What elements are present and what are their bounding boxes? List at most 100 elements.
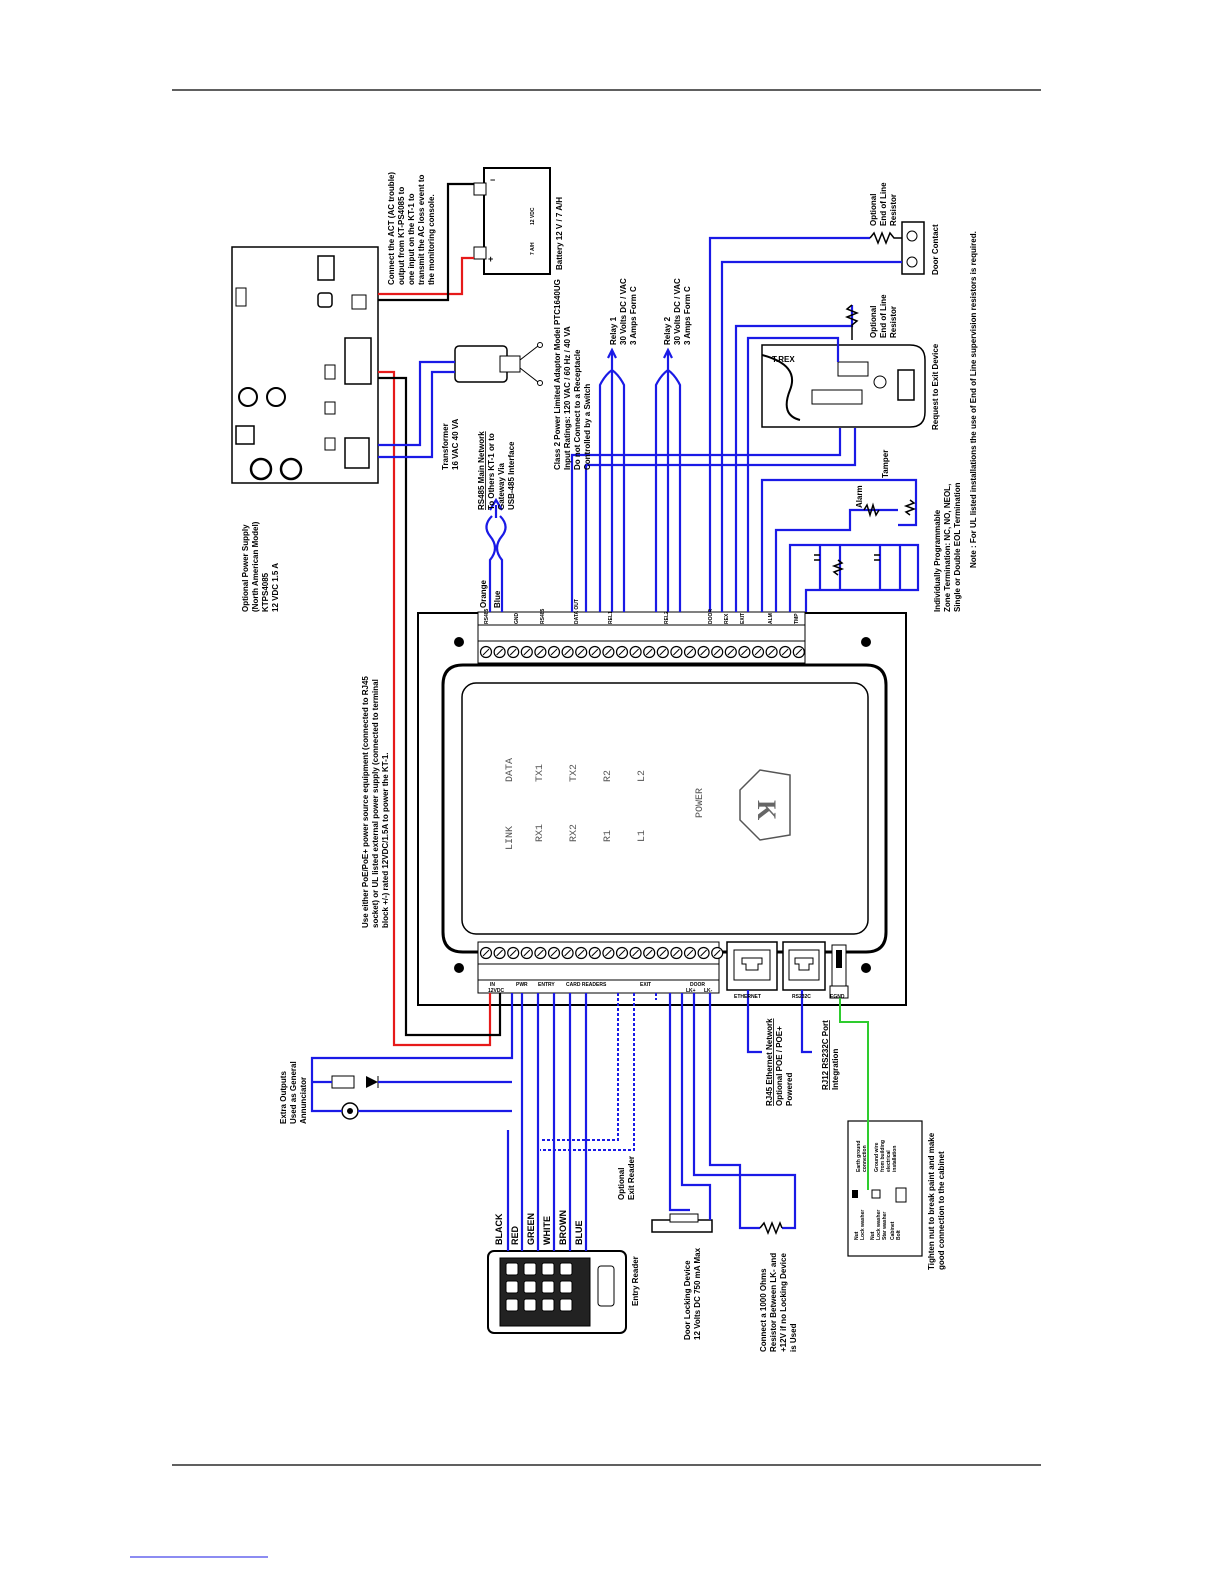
term-rel1: REL1 bbox=[608, 611, 614, 624]
lock-label-2: 12 Volts DC 750 mA Max bbox=[693, 1247, 702, 1340]
ground-tip-1: Tighten nut to break paint and make bbox=[927, 1132, 936, 1270]
rex-brand: T.REX bbox=[772, 355, 795, 364]
ground-part-6: Cabinet bbox=[890, 1221, 896, 1240]
bottom-terminal-slot bbox=[700, 949, 707, 957]
rs485-label-4: USB-485 Interface bbox=[507, 441, 516, 510]
ground-note-6: installation bbox=[892, 1146, 898, 1172]
orange-label: Orange bbox=[479, 579, 488, 608]
lock-label-1: Door Locking Device bbox=[683, 1260, 692, 1340]
bottom-terminal-slot bbox=[523, 949, 531, 957]
ps-label-1: Optional Power Supply bbox=[241, 524, 250, 612]
top-terminal-slot bbox=[713, 648, 721, 656]
rs485-label-1: RS485 Main Network bbox=[477, 431, 486, 510]
ps-label-4: 12 VDC 1.5 A bbox=[271, 563, 280, 612]
bottom-terminal-slot bbox=[577, 949, 585, 957]
power-supply-board bbox=[231, 246, 379, 484]
relay2-1: Relay 2 bbox=[663, 316, 672, 345]
eol1-1: Optional bbox=[869, 194, 878, 226]
wire-brown: BROWN bbox=[558, 1210, 568, 1245]
wire-green: GREEN bbox=[526, 1213, 536, 1245]
rs485-label-2: To Others KT-1 or to bbox=[487, 433, 496, 510]
battery-sticker-1: 7 A/H bbox=[530, 242, 536, 255]
top-terminal-slot bbox=[754, 648, 762, 656]
ground-note-3: Ground wire bbox=[874, 1142, 880, 1172]
led-l1: L1 bbox=[637, 830, 648, 842]
bottom-terminal-slot bbox=[713, 949, 721, 957]
term-data-out: DATA OUT bbox=[574, 599, 580, 624]
term-entry: ENTRY bbox=[538, 982, 555, 988]
ground-part-7: Bolt bbox=[896, 1230, 902, 1240]
top-terminal-slot bbox=[781, 648, 789, 656]
bottom-terminal-slot bbox=[550, 949, 558, 957]
top-terminal-slot bbox=[605, 648, 612, 656]
class2-4: Controlled by a Switch bbox=[583, 384, 592, 470]
eol2-2: End of Line bbox=[879, 294, 888, 338]
bottom-terminal-slot bbox=[659, 949, 667, 957]
top-terminal-slot bbox=[564, 648, 571, 656]
reader-wires bbox=[310, 993, 657, 1251]
ps-label-3: KTPS4085 bbox=[261, 572, 270, 612]
top-terminal-slot bbox=[550, 648, 558, 656]
door-contact bbox=[901, 221, 925, 275]
entry-reader-label: Entry Reader bbox=[631, 1256, 640, 1306]
bottom-terminal-slot bbox=[482, 949, 490, 957]
svg-text:K: K bbox=[752, 800, 781, 821]
eol2-1: Optional bbox=[869, 306, 878, 338]
top-terminal-slot bbox=[632, 648, 639, 656]
ps-label-2: (North American Model) bbox=[251, 521, 260, 612]
svg-text:−: − bbox=[490, 175, 495, 185]
term-door: DOOR bbox=[708, 609, 714, 624]
annunciator bbox=[331, 1075, 379, 1120]
top-terminal-slot bbox=[700, 648, 707, 656]
term-lk-plus: LK+ bbox=[686, 988, 696, 994]
ground-note-4: from building bbox=[880, 1140, 886, 1172]
term-rel2: REL2 bbox=[664, 611, 670, 624]
top-terminal-slot bbox=[686, 648, 694, 656]
zones-2: Zone Termination: NC, NO, NEOL, bbox=[943, 484, 952, 612]
term-door-bottom: DOOR bbox=[690, 982, 705, 988]
led-r1: R1 bbox=[603, 830, 614, 842]
relay2-2: 30 Volts DC / VAC bbox=[673, 278, 682, 345]
ethernet-label-2: Optional POE / POE+ bbox=[775, 1026, 784, 1106]
term-lk-minus: LK- bbox=[704, 988, 713, 994]
exit-reader-1: Optional bbox=[617, 1168, 626, 1200]
battery-sticker-2: 12 VDC bbox=[530, 207, 536, 225]
ground-part-5: Star washer bbox=[882, 1212, 888, 1240]
wire-red: RED bbox=[510, 1225, 520, 1245]
bottom-terminal-slot bbox=[618, 949, 626, 957]
term-exit-bottom: EXIT bbox=[640, 982, 651, 988]
wire-blue: BLUE bbox=[574, 1221, 584, 1246]
ground-note-2: connection bbox=[862, 1145, 868, 1172]
wire-white: WHITE bbox=[542, 1216, 552, 1245]
top-terminal-slot bbox=[591, 648, 599, 656]
tamper-label: Tamper bbox=[881, 450, 890, 478]
led-link: LINK bbox=[505, 826, 516, 850]
top-terminal-slot bbox=[741, 648, 748, 656]
door-lock bbox=[651, 1213, 713, 1233]
term-alm: ALM bbox=[768, 613, 774, 624]
rs485-label-3: Gateway Via bbox=[497, 462, 506, 510]
bottom-terminal-slot bbox=[509, 949, 517, 957]
relay1-3: 3 Amps Form C bbox=[629, 286, 638, 345]
act-note-2: output from KT-PS4085 to bbox=[397, 187, 406, 285]
eol1-3: Resistor bbox=[889, 194, 898, 226]
exit-reader-2: Exit Reader bbox=[627, 1156, 636, 1200]
top-terminal-slot bbox=[523, 648, 531, 656]
battery-label: Battery 12 V / 7 A/H bbox=[555, 197, 564, 270]
act-note-3: one input on the KT-1 to bbox=[407, 193, 416, 285]
led-rx1: RX1 bbox=[535, 824, 546, 842]
ground-part-4: Lock washer bbox=[876, 1210, 882, 1240]
poe-note-2: socket) or UL listed external power supp… bbox=[371, 679, 380, 928]
top-terminal-slot bbox=[645, 648, 653, 656]
term-rs485: RS485 bbox=[484, 608, 490, 624]
zones-1: Individually Programmable bbox=[933, 509, 942, 612]
alarm-label: Alarm bbox=[855, 485, 864, 508]
bottom-terminal-slot bbox=[686, 949, 694, 957]
term-pwr: PWR bbox=[516, 982, 528, 988]
svg-text:+: + bbox=[488, 254, 493, 264]
poe-note-3: block +/-) rated 12VDC/1.5A to power the… bbox=[381, 752, 390, 928]
top-terminal-strip bbox=[477, 611, 806, 664]
act-note-5: the monitoring console. bbox=[427, 194, 436, 285]
transformer-label-1: Transformer bbox=[441, 423, 450, 470]
led-l2: L2 bbox=[637, 770, 648, 782]
